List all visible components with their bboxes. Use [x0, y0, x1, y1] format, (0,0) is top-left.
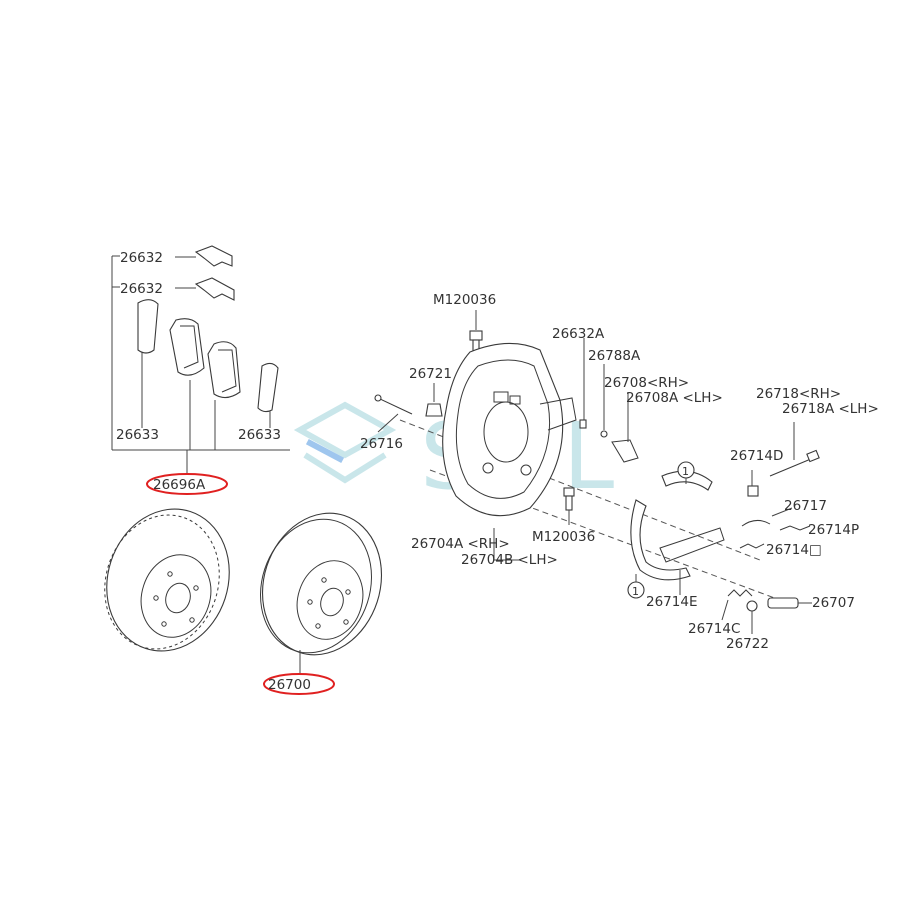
label-26718-rh: 26718<RH> — [756, 386, 841, 402]
backing-plate-anchor — [493, 391, 509, 403]
label-26721: 26721 — [409, 366, 452, 382]
part-26714D — [747, 485, 759, 497]
highlight-ring-26696A — [146, 473, 228, 495]
label-26722: 26722 — [726, 636, 769, 652]
watermark-mark — [293, 401, 397, 459]
rotor-right-stud — [315, 623, 321, 629]
label-26704A-rh: 26704A <RH> — [411, 536, 510, 552]
brake-pad-outer — [207, 341, 241, 399]
bolt-bottom-head — [563, 487, 575, 497]
brake-shoe-lower — [630, 499, 691, 581]
pad-shim-right — [257, 362, 279, 413]
callout-number-top: 1 — [682, 465, 689, 478]
label-26714O: 26714□ — [766, 542, 822, 558]
rotor-left-stud — [153, 595, 159, 601]
label-26714D: 26714D — [730, 448, 783, 464]
clip-26632A — [579, 419, 587, 429]
spring-26714P — [779, 525, 811, 531]
bolt-bottom-shank — [565, 495, 573, 511]
backing-plate-flange — [539, 397, 577, 431]
label-26714C: 26714C — [688, 621, 740, 637]
rotor-right-hub — [320, 587, 344, 617]
backing-plate-inner — [455, 359, 551, 499]
label-26632A: 26632A — [552, 326, 605, 342]
rotor-left-vent — [104, 514, 220, 650]
pad-clip-lower — [194, 277, 235, 301]
rotor-left-stud — [167, 571, 173, 577]
label-26633-right: 26633 — [238, 427, 281, 443]
label-26717: 26717 — [784, 498, 827, 514]
rotor-right-stud — [345, 589, 351, 595]
label-26788A: 26788A — [588, 348, 641, 364]
watermark-mark-lower — [303, 452, 387, 484]
rotor-right — [260, 512, 383, 674]
rotor-left-stud — [189, 617, 195, 623]
lever-26708 — [611, 439, 639, 463]
rotor-right-stud — [307, 599, 313, 605]
label-26704B-lh: 26704B <LH> — [461, 552, 558, 568]
brake-pad-outer-lining — [218, 349, 237, 393]
pad-group — [111, 245, 290, 474]
label-26696A: 26696A — [153, 477, 206, 493]
rotor-left-hub — [165, 582, 191, 614]
backing-plate-group — [374, 310, 781, 601]
label-26714P: 26714P — [808, 522, 859, 538]
pad-shim-left — [137, 299, 159, 354]
spring-hardware — [721, 422, 820, 634]
pad-clip-upper — [194, 245, 233, 267]
label-m120036-bottom: M120036 — [532, 529, 595, 545]
leader-26717 — [771, 507, 793, 517]
label-26716: 26716 — [360, 436, 403, 452]
rotor-right-outer — [261, 512, 383, 656]
spring-26714O — [739, 543, 765, 549]
grommet-26721 — [425, 403, 443, 417]
washer-26722 — [746, 600, 758, 612]
highlight-ring-26700 — [263, 673, 335, 695]
backing-plate — [442, 342, 564, 517]
label-26708-rh: 26708<RH> — [604, 375, 689, 391]
bolt-top-head — [469, 330, 483, 341]
label-26700: 26700 — [268, 677, 311, 693]
brake-pad-inner — [169, 318, 205, 376]
label-26714E: 26714E — [646, 594, 697, 610]
label-26707: 26707 — [812, 595, 855, 611]
backing-plate-hole — [482, 462, 494, 474]
adjuster-26707 — [767, 597, 799, 609]
rotor-left-outer — [106, 508, 230, 652]
backing-plate-hole — [520, 464, 532, 476]
adjuster-hardware — [579, 338, 639, 463]
label-26718A-lh: 26718A <LH> — [782, 401, 879, 417]
rotor-right-stud — [321, 577, 327, 583]
hold-down-pin-26716 — [377, 397, 413, 415]
strut-26718-end — [806, 449, 820, 463]
label-m120036-top: M120036 — [433, 292, 496, 308]
rotor-right-face — [260, 518, 372, 654]
watermark-bar — [305, 438, 345, 464]
backing-plate-anchor-2 — [509, 395, 521, 405]
rotor-left-stud — [161, 621, 167, 627]
brake-shoe-group — [627, 461, 725, 599]
spring-26714C — [727, 589, 753, 597]
brake-pad-inner-lining — [180, 325, 199, 369]
rotor-left — [104, 508, 230, 652]
spring-26717 — [741, 520, 771, 527]
leader-26716 — [377, 413, 399, 433]
label-26632-lower: 26632 — [120, 281, 163, 297]
hold-down-pin-head — [374, 394, 382, 402]
rotor-left-hat — [140, 554, 212, 638]
callout-number-bottom: 1 — [632, 585, 639, 598]
label-26632-upper: 26632 — [120, 250, 163, 266]
leader-26714C — [721, 599, 729, 621]
shoe-adjuster-bar — [659, 527, 725, 563]
rotor-left-stud — [193, 585, 199, 591]
rotor-right-hat — [296, 560, 364, 640]
label-26708A-lh: 26708A <LH> — [626, 390, 723, 406]
label-26633-left: 26633 — [116, 427, 159, 443]
rotor-right-stud — [343, 619, 349, 625]
washer-26788A — [600, 430, 608, 438]
